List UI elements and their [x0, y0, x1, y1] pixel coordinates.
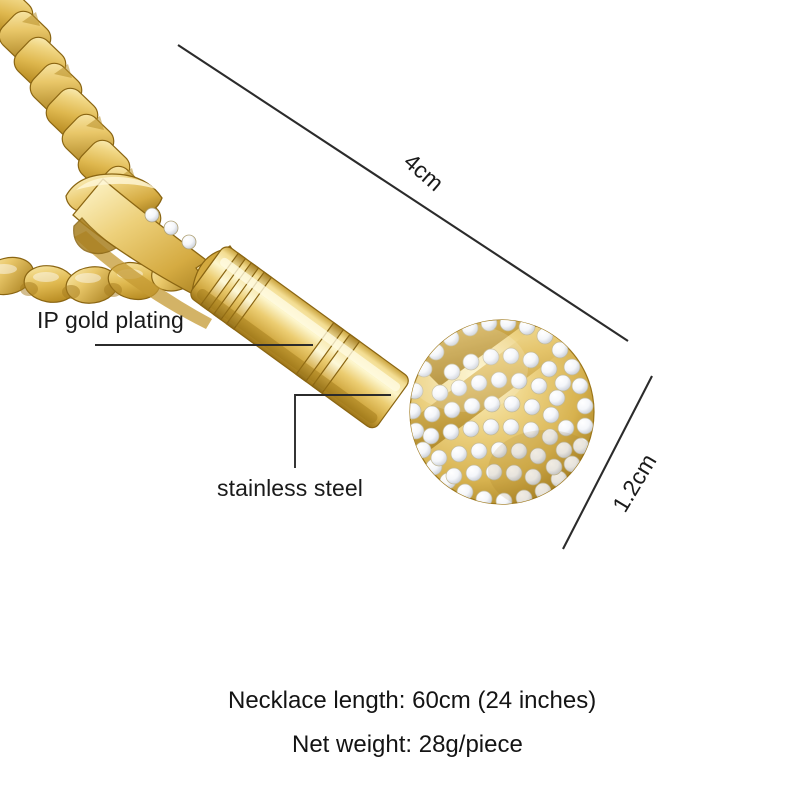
microphone-handle — [190, 245, 409, 429]
microphone-head — [409, 319, 595, 505]
label-ip-gold-plating: IP gold plating — [37, 307, 184, 333]
spec-necklace-length: Necklace length: 60cm (24 inches) — [228, 687, 597, 714]
spec-net-weight: Net weight: 28g/piece — [292, 731, 523, 758]
label-stainless-steel: stainless steel — [217, 475, 363, 501]
